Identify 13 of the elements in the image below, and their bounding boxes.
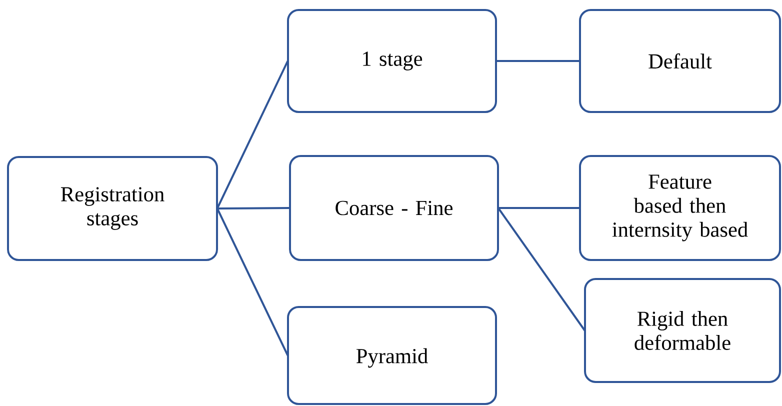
connector-line xyxy=(497,207,586,332)
rounded-box: Feature based then internsity based xyxy=(579,155,781,261)
connector-line xyxy=(217,207,290,210)
connector-line xyxy=(216,208,289,356)
rounded-box: Pyramid xyxy=(287,306,497,405)
connector-line xyxy=(496,60,580,62)
rounded-box: 1 stage xyxy=(287,9,497,113)
rounded-box: Registration stages xyxy=(7,156,218,261)
connector-line xyxy=(216,60,289,209)
rounded-box: Default xyxy=(579,9,781,113)
connector-line xyxy=(498,207,580,209)
rounded-box: Rigid then deformable xyxy=(584,278,781,383)
rounded-box: Coarse - Fine xyxy=(289,155,499,261)
